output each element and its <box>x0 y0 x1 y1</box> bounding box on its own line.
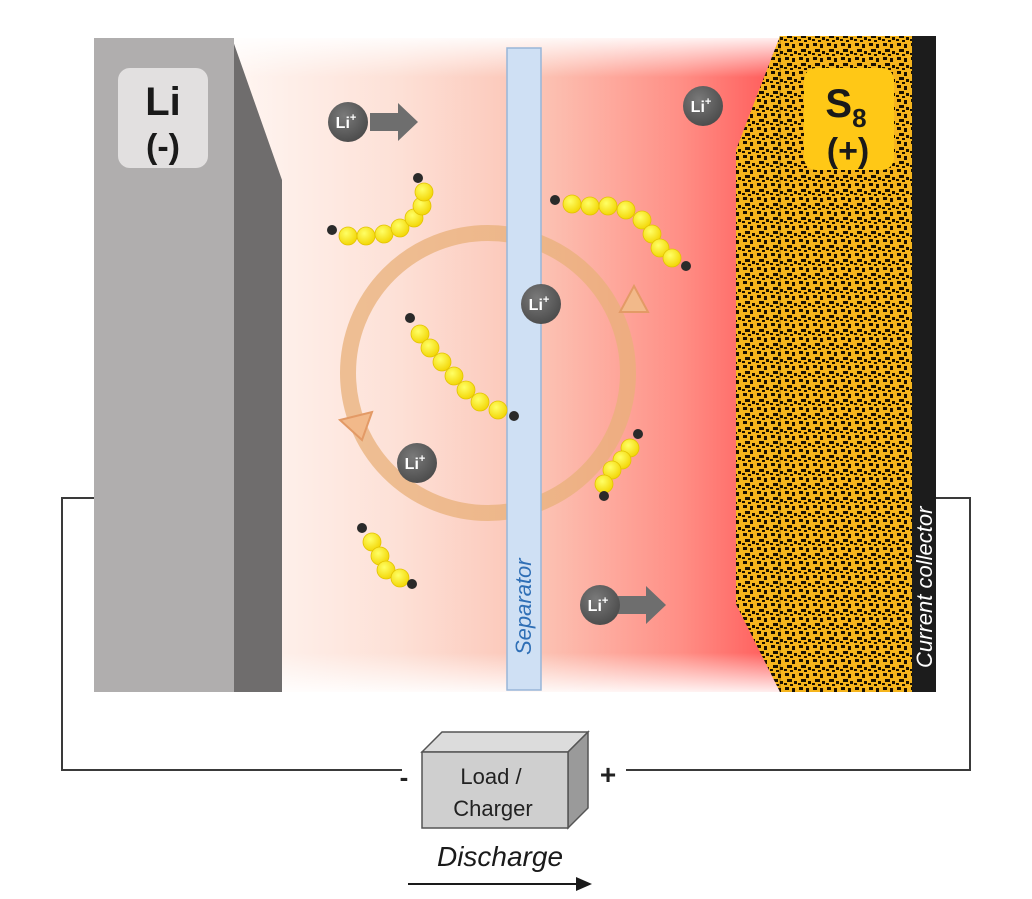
lithium-end-atom <box>509 411 519 421</box>
sulfur-cathode <box>736 36 936 692</box>
sulfur-bead <box>432 352 452 372</box>
separator <box>506 47 542 691</box>
load-charger-box <box>420 730 590 830</box>
sulfur-bead <box>616 200 636 220</box>
lithium-end-atom <box>633 429 643 439</box>
sulfur-bead <box>390 218 410 238</box>
lithium-anode <box>94 38 282 692</box>
lithium-end-atom <box>599 491 609 501</box>
li-ion-label: Li+ <box>405 453 426 473</box>
li-ion-arrow-1 <box>370 103 418 141</box>
anode-symbol: Li <box>145 80 181 124</box>
sulfur-bead <box>390 568 410 588</box>
lithium-end-atom <box>405 313 415 323</box>
li-ion-3: Li+ <box>521 284 561 324</box>
sulfur-bead <box>632 210 652 230</box>
lithium-end-atom <box>407 579 417 589</box>
sulfur-bead <box>410 324 430 344</box>
li-ion-5: Li+ <box>580 585 620 625</box>
separator-label: Separator <box>511 557 536 655</box>
sulfur-bead <box>338 226 358 246</box>
load-plus-sign: + <box>600 759 616 790</box>
shuttle-arrow-up <box>618 283 650 313</box>
lithium-end-atom <box>681 261 691 271</box>
sulfur-bead <box>642 224 662 244</box>
sulfur-bead <box>598 196 618 216</box>
load-label-line1: Load / <box>460 764 522 789</box>
sulfur-bead <box>362 532 382 552</box>
discharge-arrow <box>408 877 592 891</box>
li-ion-2: Li+ <box>683 86 723 126</box>
polysulfide-chains <box>327 173 691 589</box>
load-label-line2: Charger <box>453 796 532 821</box>
polysulfide-chain-4 <box>594 429 643 501</box>
li-ion-label: Li+ <box>336 112 357 132</box>
sulfur-bead <box>414 182 434 202</box>
current-collector <box>912 36 936 692</box>
shuttle-arrow-down <box>337 410 374 442</box>
polysulfide-chain-5 <box>357 523 417 589</box>
cathode-symbol: S8 <box>825 82 866 133</box>
anode-polarity: (-) <box>146 128 180 166</box>
li-ion-4: Li+ <box>397 443 437 483</box>
li-ion-label: Li+ <box>529 294 550 314</box>
cathode-label-box <box>804 68 894 170</box>
sulfur-bead <box>662 248 682 268</box>
polysulfide-chain-3 <box>405 313 519 421</box>
li-ion-label: Li+ <box>691 96 712 116</box>
sulfur-bead <box>444 366 464 386</box>
polysulfide-chain-2 <box>550 194 691 271</box>
discharge-label: Discharge <box>437 841 563 872</box>
sulfur-bead <box>374 224 394 244</box>
sulfur-bead <box>356 226 376 246</box>
load-minus-sign: - <box>400 762 409 792</box>
lithium-end-atom <box>550 195 560 205</box>
sulfur-bead <box>602 460 622 480</box>
cathode-polarity: (+) <box>827 132 870 170</box>
li-ion-arrow-2 <box>618 586 666 624</box>
li-ion-label: Li+ <box>588 595 609 615</box>
sulfur-bead <box>470 392 490 412</box>
anode-label-box <box>118 68 208 168</box>
current-collector-label: Current collector <box>912 505 937 668</box>
cathode-subscript: 8 <box>852 103 866 133</box>
lithium-end-atom <box>327 225 337 235</box>
lithium-end-atom <box>413 173 423 183</box>
sulfur-bead <box>376 560 396 580</box>
sulfur-bead <box>488 400 508 420</box>
lithium-end-atom <box>357 523 367 533</box>
sulfur-bead <box>562 194 582 214</box>
sulfur-bead <box>420 338 440 358</box>
external-circuit <box>61 497 971 771</box>
sulfur-bead <box>580 196 600 216</box>
polysulfide-shuttle-cycle <box>337 225 650 521</box>
li-ion-1: Li+ <box>328 102 368 142</box>
sulfur-bead <box>594 474 614 494</box>
polysulfide-chain-1 <box>327 173 434 246</box>
sulfur-bead <box>456 380 476 400</box>
